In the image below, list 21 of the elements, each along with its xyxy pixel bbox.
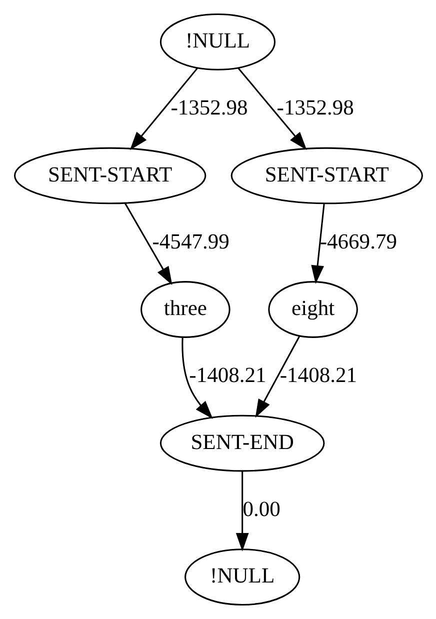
arrow <box>181 338 212 420</box>
arrow <box>129 68 198 150</box>
node-ellipse: eight <box>268 281 358 338</box>
node-ellipse: !NULL <box>159 14 276 70</box>
edge-label: -1352.98 <box>170 96 248 120</box>
arrow <box>254 336 300 418</box>
arrow <box>310 204 324 284</box>
edge-label: -4547.99 <box>152 229 229 254</box>
node-ellipse: !NULL <box>184 548 300 606</box>
edge-label: -4669.79 <box>319 229 396 254</box>
node-ellipse: SENT-START <box>14 147 206 204</box>
arrow <box>124 202 172 286</box>
arrow <box>237 68 306 150</box>
edge-label: -1408.21 <box>279 363 356 388</box>
node-ellipse: SENT-END <box>159 414 324 472</box>
node-ellipse: three <box>140 281 230 338</box>
edge-label: -1408.21 <box>188 363 266 388</box>
edge-label: 0.00 <box>242 496 280 521</box>
node-ellipse: SENT-START <box>230 147 422 204</box>
arrow <box>235 471 248 552</box>
edge-label: -1352.98 <box>276 96 354 120</box>
